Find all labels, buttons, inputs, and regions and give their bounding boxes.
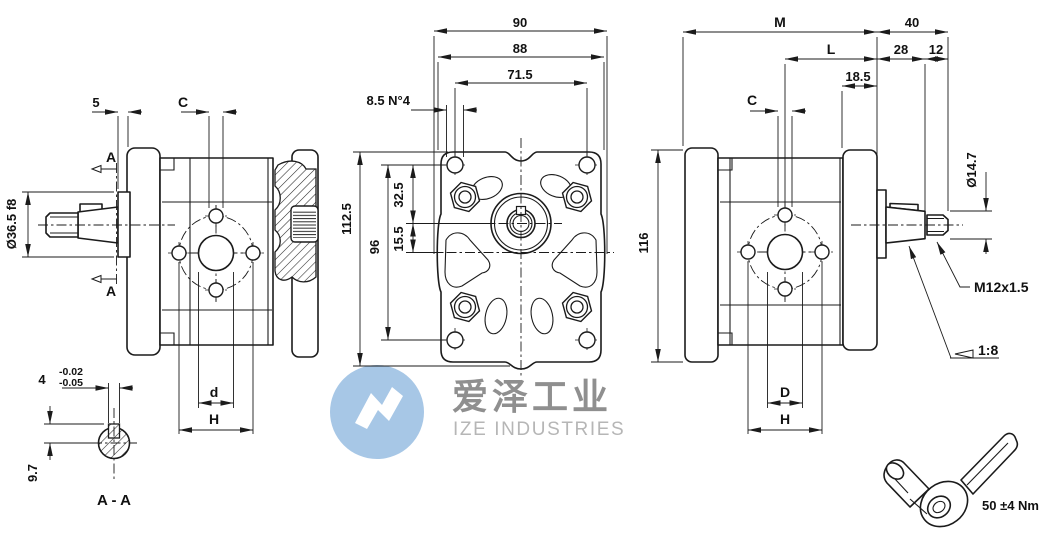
svg-text:18.5: 18.5 bbox=[845, 69, 870, 84]
dim-15-5: 15.5 bbox=[391, 223, 441, 253]
svg-text:C: C bbox=[178, 94, 188, 110]
rear-cover bbox=[684, 147, 719, 363]
dim-28-12: 28 12 bbox=[877, 42, 948, 212]
dim-5: 5 bbox=[92, 95, 142, 189]
front-flange bbox=[126, 147, 161, 356]
svg-text:28: 28 bbox=[894, 42, 908, 57]
watermark-chinese: 爱泽工业 bbox=[452, 377, 612, 418]
dim-key-height: 9.7 bbox=[25, 406, 104, 482]
svg-text:H: H bbox=[780, 411, 790, 427]
dim-front-pilot-dia: Ø36.5 f8 bbox=[4, 191, 114, 258]
svg-text:1:8: 1:8 bbox=[978, 342, 998, 358]
svg-text:40: 40 bbox=[905, 15, 919, 30]
svg-text:C: C bbox=[747, 92, 757, 108]
ize-logo-swoosh-icon bbox=[355, 387, 403, 429]
svg-text:5: 5 bbox=[92, 95, 99, 110]
svg-text:88: 88 bbox=[513, 41, 527, 56]
torque-value: 50 ±4 Nm bbox=[982, 498, 1039, 513]
svg-text:M: M bbox=[774, 14, 786, 30]
dim-32-5: 32.5 bbox=[391, 165, 494, 224]
svg-text:96: 96 bbox=[367, 240, 382, 254]
wrench-handle bbox=[960, 432, 1019, 495]
dim-40: 40 bbox=[877, 15, 949, 211]
watermark: 爱泽工业 IZE INDUSTRIES bbox=[330, 365, 625, 459]
svg-text:9.7: 9.7 bbox=[25, 464, 40, 482]
nut bbox=[926, 495, 952, 519]
svg-text:H: H bbox=[209, 411, 219, 427]
right-side-view: M 40 L 28 12 18.5 C bbox=[636, 14, 1029, 434]
dim-key-width: 4 -0.02 -0.05 bbox=[38, 366, 133, 423]
pilot-boss bbox=[117, 191, 131, 258]
dim-shaft-dia: Ø14.7 bbox=[950, 152, 992, 254]
svg-text:d: d bbox=[210, 384, 219, 400]
ize-logo-icon bbox=[330, 365, 424, 459]
dim-d-h-left: d H bbox=[178, 262, 254, 434]
callout-taper: 1:8 bbox=[908, 245, 999, 359]
casting-recesses bbox=[444, 174, 598, 335]
dim-90: 90 bbox=[433, 15, 608, 254]
pilot-boss-right bbox=[876, 189, 887, 259]
svg-text:90: 90 bbox=[513, 15, 527, 30]
section-a-a: 4 -0.02 -0.05 9.7 A - A bbox=[25, 366, 137, 509]
port-bore bbox=[197, 234, 235, 272]
port-bore-right bbox=[766, 233, 804, 271]
dim-hole-spec: 8.5 N°4 bbox=[366, 93, 477, 157]
dim-c-right: C bbox=[747, 92, 806, 207]
dim-88: 88 bbox=[437, 41, 605, 150]
svg-text:Ø14.7: Ø14.7 bbox=[964, 152, 979, 187]
section-label-top: A bbox=[106, 149, 116, 165]
flange-outline bbox=[436, 151, 606, 370]
svg-text:Ø36.5 f8: Ø36.5 f8 bbox=[4, 199, 19, 250]
callout-thread: M12x1.5 bbox=[936, 241, 1029, 295]
dim-c-left: C bbox=[178, 94, 237, 208]
dim-112-5: 112.5 bbox=[339, 151, 510, 367]
dim-M: M bbox=[682, 14, 878, 187]
dim-L: L bbox=[784, 41, 877, 206]
dim-71-5: 71.5 bbox=[454, 67, 588, 156]
svg-text:M12x1.5: M12x1.5 bbox=[974, 279, 1029, 295]
watermark-english: IZE INDUSTRIES bbox=[453, 419, 625, 440]
svg-text:L: L bbox=[827, 41, 836, 57]
shaft-taper-right bbox=[885, 206, 926, 244]
svg-text:32.5: 32.5 bbox=[391, 182, 406, 207]
svg-text:D: D bbox=[780, 384, 790, 400]
left-side-view: A A 5 C Ø36.5 f8 bbox=[4, 94, 319, 434]
section-cut-marks: A A bbox=[90, 149, 117, 299]
section-title: A - A bbox=[97, 492, 131, 509]
torque-wrench: 50 ±4 Nm bbox=[883, 432, 1039, 528]
dim-116: 116 bbox=[636, 149, 683, 363]
taper-symbol-icon bbox=[954, 349, 974, 359]
svg-text:8.5 N°4: 8.5 N°4 bbox=[366, 93, 410, 108]
svg-text:-0.05: -0.05 bbox=[59, 377, 83, 389]
svg-text:12: 12 bbox=[929, 42, 943, 57]
section-label-bottom: A bbox=[106, 283, 116, 299]
svg-text:-0.02: -0.02 bbox=[59, 366, 83, 378]
svg-text:116: 116 bbox=[636, 233, 651, 254]
front-flange-right bbox=[842, 149, 878, 351]
svg-text:71.5: 71.5 bbox=[507, 67, 532, 82]
svg-text:4: 4 bbox=[38, 372, 46, 387]
front-view: 90 88 71.5 8.5 N°4 112.5 bbox=[339, 15, 614, 376]
dim-D-H-right: D H bbox=[747, 262, 823, 434]
svg-text:112.5: 112.5 bbox=[339, 203, 354, 235]
dim-18-5: 18.5 bbox=[841, 69, 877, 148]
svg-text:15.5: 15.5 bbox=[391, 226, 406, 251]
